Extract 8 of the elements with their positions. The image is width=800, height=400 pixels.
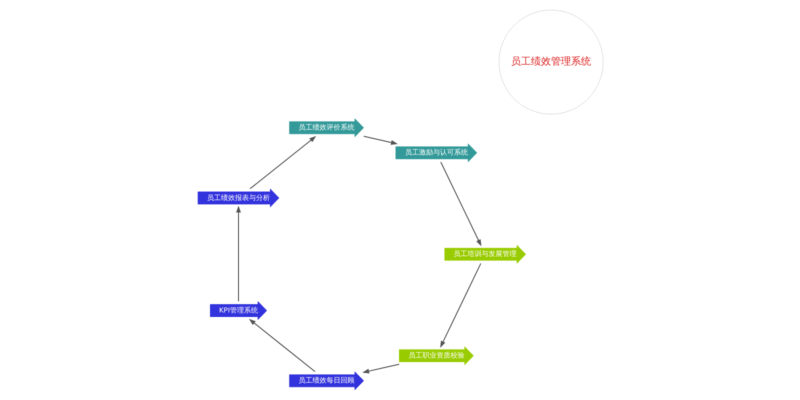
arrow <box>249 136 316 190</box>
arrow <box>440 262 481 348</box>
arrow <box>362 136 398 145</box>
node-circle: 员工绩效管理系统 <box>498 10 603 114</box>
arrow <box>248 318 316 372</box>
arrow <box>440 162 481 246</box>
arrow <box>362 364 400 374</box>
arrow <box>236 206 240 302</box>
